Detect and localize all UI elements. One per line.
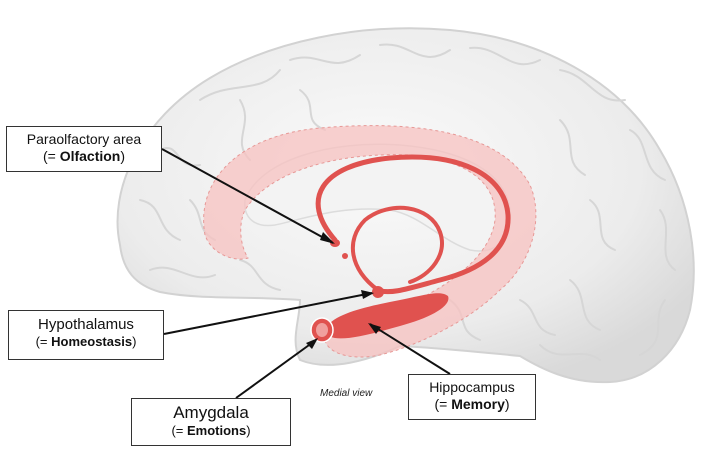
leader-lines <box>161 148 451 399</box>
brain-gyri <box>139 43 676 361</box>
leader-hypothalamus <box>163 292 373 335</box>
label-hypothalamus: Hypothalamus (= Homeostasis) <box>8 310 164 360</box>
label-amygdala: Amygdala (= Emotions) <box>131 398 291 446</box>
label-hippocampus: Hippocampus (= Memory) <box>408 374 536 420</box>
arrow-hippocampus <box>368 323 381 334</box>
label-hypothalamus-name: Hypothalamus <box>38 316 134 333</box>
limbic-cortex-region <box>203 125 537 358</box>
label-paraolfactory-function: (= Olfaction) <box>42 147 126 164</box>
label-amygdala-name: Amygdala <box>173 403 249 422</box>
leader-amygdala <box>235 339 317 399</box>
amygdala-highlight <box>316 323 328 337</box>
label-hippocampus-name: Hippocampus <box>429 379 515 395</box>
label-hippocampus-function: (= Memory) <box>434 395 510 412</box>
septal-node <box>342 253 348 259</box>
leader-hippocampus <box>369 323 451 375</box>
hypothalamus-node <box>372 286 384 298</box>
arrow-paraolfactory <box>320 232 335 244</box>
arrow-amygdala <box>306 338 318 349</box>
view-caption: Medial view <box>320 388 373 399</box>
paraolfactory-area <box>330 239 340 247</box>
leader-arrowheads <box>306 232 381 349</box>
label-amygdala-function: (= Emotions) <box>171 423 251 439</box>
label-paraolfactory-name: Paraolfactory area <box>26 131 142 147</box>
fornix-column <box>350 205 444 292</box>
label-paraolfactory-area: Paraolfactory area (= Olfaction) <box>6 126 162 172</box>
leader-paraolfactory <box>161 148 334 244</box>
label-hypothalamus-function: (= Homeostasis) <box>35 334 137 349</box>
arrow-hypothalamus <box>361 290 374 299</box>
hippocampus <box>324 293 449 339</box>
fornix <box>315 154 511 295</box>
